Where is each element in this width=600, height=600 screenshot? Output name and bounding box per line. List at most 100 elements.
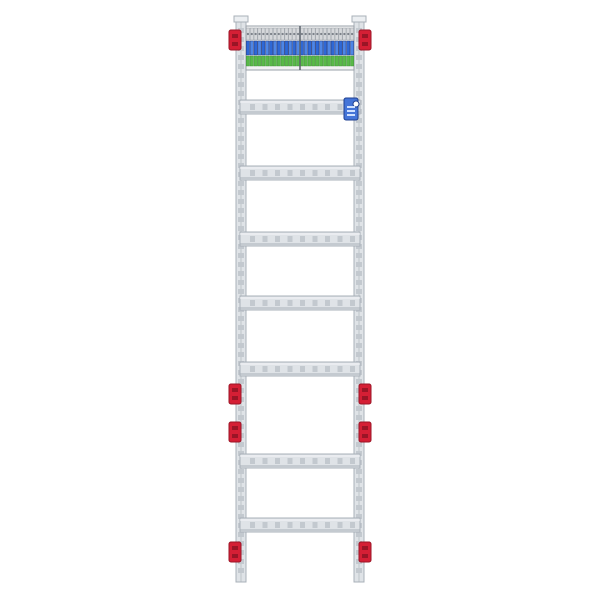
rail-slot (241, 550, 244, 555)
terminal-blue (342, 40, 347, 56)
rail-slot (241, 226, 244, 231)
terminal-blue (303, 40, 308, 56)
clamp-notch (232, 34, 238, 38)
din-rail (239, 231, 361, 247)
rail-slot (241, 271, 244, 276)
rail-slot (238, 145, 241, 150)
rail-slot (359, 226, 362, 231)
rail-slot (238, 280, 241, 285)
rail-slot (241, 397, 244, 402)
clamp-notch (362, 554, 368, 558)
din-rail-slot (275, 236, 280, 242)
rail-slot (241, 262, 244, 267)
rail-slot (356, 28, 359, 33)
terminal-block (245, 25, 355, 71)
terminal-green (323, 55, 327, 67)
rail-slot (238, 190, 241, 195)
rail-slot (359, 316, 362, 321)
terminal-green (246, 55, 250, 67)
terminal-blue (276, 40, 281, 56)
rail-slot (359, 199, 362, 204)
terminal-green (319, 55, 324, 67)
terminal-screw (300, 32, 304, 36)
rail-slot (238, 73, 241, 78)
rail-slot (241, 469, 244, 474)
rail-slot (241, 352, 244, 357)
rail-slot (359, 352, 362, 357)
terminal-blue (265, 40, 270, 56)
rail-slot (241, 514, 244, 519)
rail-slot (238, 343, 241, 348)
rail-slot (356, 127, 359, 132)
side-connector-slot (347, 106, 355, 108)
rail-cap (233, 15, 249, 23)
rail-slot (356, 388, 359, 393)
clamp-notch (232, 388, 238, 392)
clamp-notch (232, 546, 238, 550)
clamp-notch (362, 546, 368, 550)
rail-slot (359, 262, 362, 267)
din-rail-slot (350, 300, 355, 306)
rail-slot (356, 217, 359, 222)
din-rail-slot (262, 522, 268, 528)
din-rail-slot (312, 300, 318, 306)
red-clamp (358, 541, 372, 563)
din-rail-slot (300, 236, 305, 242)
din-rail-slot (300, 366, 305, 372)
clamp-body (228, 421, 242, 443)
din-rail-slot (262, 300, 268, 306)
terminal-blue (273, 40, 277, 56)
terminal-blue (292, 40, 297, 56)
din-rail-slot (325, 522, 330, 528)
terminal-blue (323, 40, 327, 56)
rail-slot (356, 487, 359, 492)
rail-slot (238, 64, 241, 69)
din-rail-slot (262, 170, 268, 176)
rail-slot (356, 226, 359, 231)
rail-slot (356, 334, 359, 339)
terminal-blue (346, 40, 351, 56)
red-clamp (358, 29, 372, 51)
red-clamp (228, 383, 242, 405)
rail-slot (359, 487, 362, 492)
terminal-blue (269, 40, 273, 56)
rail-slot (238, 217, 241, 222)
terminal-green (249, 55, 254, 67)
rail-slot (241, 496, 244, 501)
rail-slot (241, 46, 244, 51)
rail-slot (356, 82, 359, 87)
din-rail-slot (275, 300, 280, 306)
terminal-blue (261, 40, 266, 56)
din-rail (239, 453, 361, 469)
din-rail-slot (350, 458, 355, 464)
din-rail-slot (337, 170, 343, 176)
rail-slot (359, 73, 362, 78)
clamp-body (228, 383, 242, 405)
red-clamp (228, 29, 242, 51)
din-rail-slot (312, 236, 318, 242)
terminal-blue (296, 40, 300, 56)
clamp-body (358, 29, 372, 51)
rail-slot (359, 118, 362, 123)
clamp-notch (232, 434, 238, 438)
rail-slot (359, 253, 362, 258)
din-rail-slot (250, 300, 255, 306)
rail-slot (356, 550, 359, 555)
terminal-blue (284, 40, 289, 56)
terminal-screw (335, 32, 338, 36)
rail-slot (241, 415, 244, 420)
din-rail-slot (250, 236, 255, 242)
rail-slot (356, 208, 359, 213)
din-rail-slot (250, 366, 255, 372)
rail-slot (359, 289, 362, 294)
terminal-screw (254, 32, 257, 36)
clamp-notch (362, 426, 368, 430)
clamp-notch (362, 34, 368, 38)
rail-slot (356, 154, 359, 159)
din-rail-slot (250, 458, 255, 464)
terminal-blue (311, 40, 316, 56)
din-rail-slot (312, 458, 318, 464)
rail-slot (359, 334, 362, 339)
rail-slot (359, 127, 362, 132)
rail-slot (241, 424, 244, 429)
